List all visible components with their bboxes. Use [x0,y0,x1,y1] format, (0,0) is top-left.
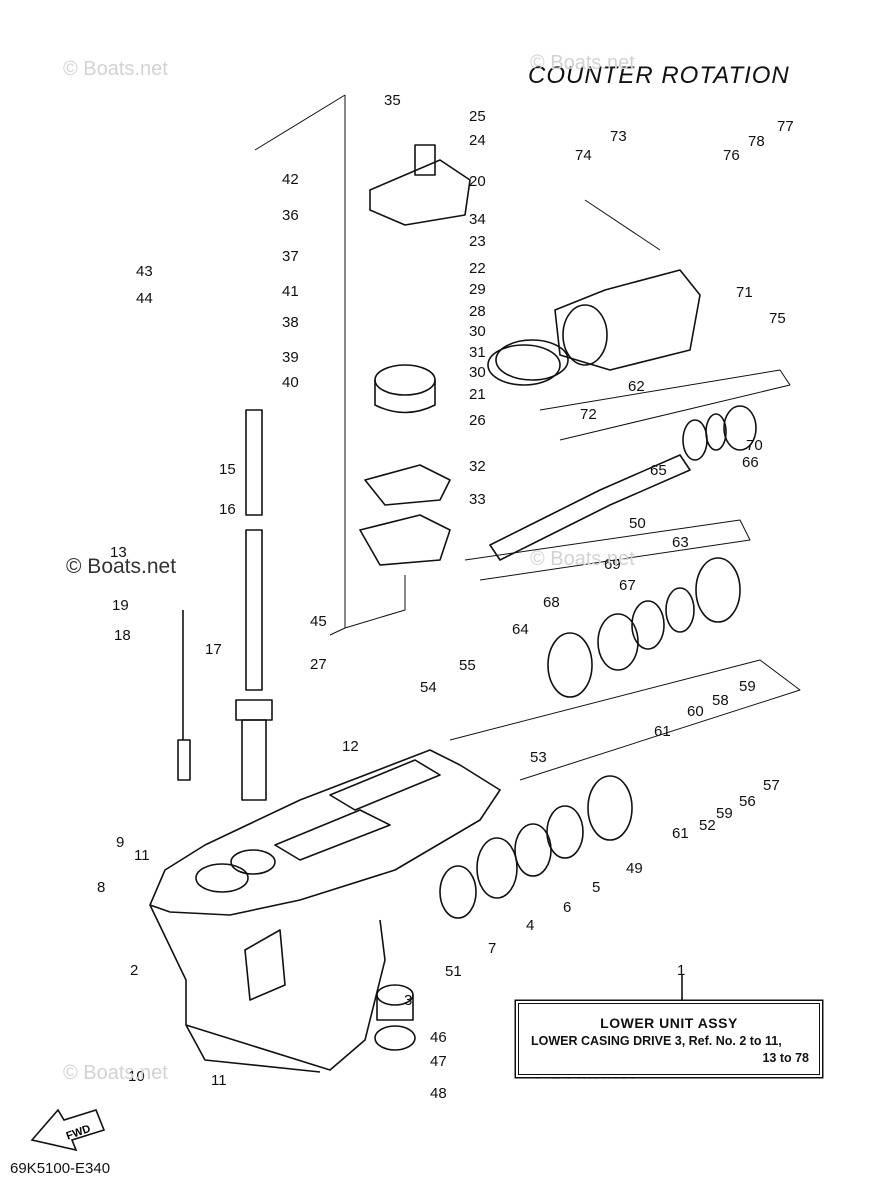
callout-72: 72 [580,406,597,423]
watermark: © Boats.net [530,548,635,570]
callout-59: 59 [716,805,733,822]
callout-7: 7 [488,940,496,957]
callout-12: 12 [342,738,359,755]
callout-11: 11 [134,847,150,864]
callout-77: 77 [777,118,794,135]
callout-55: 55 [459,657,476,674]
callout-41: 41 [282,283,299,300]
callout-20: 20 [469,173,486,190]
callout-9: 9 [116,834,124,851]
callout-62: 62 [628,378,645,395]
callout-28: 28 [469,303,486,320]
watermark: © Boats.net [63,1062,168,1084]
callout-13: 13 [110,544,127,561]
callout-43: 43 [136,263,153,280]
callout-24: 24 [469,132,486,149]
callout-35: 35 [384,92,401,109]
page-title: COUNTER ROTATION [528,62,790,89]
callout-46: 46 [430,1029,447,1046]
callout-8: 8 [97,879,105,896]
callout-21: 21 [469,386,486,403]
callout-10: 10 [128,1068,145,1085]
callout-38: 38 [282,314,299,331]
callout-18: 18 [114,627,131,644]
callout-36: 36 [282,207,299,224]
callout-60: 60 [687,703,704,720]
callout-34: 34 [469,211,486,228]
callout-27: 27 [310,656,327,673]
callout-3: 3 [404,992,412,1009]
callout-32: 32 [469,458,486,475]
watermark: © Boats.net [63,58,168,80]
callout-31: 31 [469,344,486,361]
callout-42: 42 [282,171,299,188]
callout-22: 22 [469,260,486,277]
callout-68: 68 [543,594,560,611]
callout-23: 23 [469,233,486,250]
callout-44: 44 [136,290,153,307]
callout-69: 69 [604,556,621,573]
watermark: © Boats.net [66,555,177,578]
callout-26: 26 [469,412,486,429]
callout-76: 76 [723,147,740,164]
callout-56: 56 [739,793,756,810]
callout-65: 65 [650,462,667,479]
assembly-info-box: LOWER UNIT ASSY LOWER CASING DRIVE 3, Re… [518,1003,820,1075]
callout-1: 1 [677,962,685,979]
callout-63: 63 [672,534,689,551]
callout-17: 17 [205,641,222,658]
callout-64: 64 [512,621,529,638]
callout-40: 40 [282,374,299,391]
callout-16: 16 [219,501,236,518]
callout-49: 49 [626,860,643,877]
diagram-code: 69K5100-E340 [10,1160,111,1177]
callout-74: 74 [575,147,592,164]
callout-61: 61 [654,723,671,740]
callout-47: 47 [430,1053,447,1070]
callout-53: 53 [530,749,547,766]
callout-58: 58 [712,692,729,709]
callout-75: 75 [769,310,786,327]
callout-33: 33 [469,491,486,508]
callout-30: 30 [469,323,486,340]
forward-arrow-icon: FWD [30,1108,106,1152]
callout-45: 45 [310,613,327,630]
callout-37: 37 [282,248,299,265]
callout-50: 50 [629,515,646,532]
callout-4: 4 [526,917,534,934]
assembly-refs: 13 to 78 [762,1051,809,1065]
callout-19: 19 [112,597,129,614]
callout-78: 78 [748,133,765,150]
callout-52: 52 [699,817,716,834]
callout-66: 66 [742,454,759,471]
callout-5: 5 [592,879,600,896]
lower-casing-shape [149,749,501,916]
callout-11: 11 [211,1072,227,1089]
watermark: © Boats.net [530,52,635,74]
callout-6: 6 [563,899,571,916]
assembly-description: LOWER CASING DRIVE 3, Ref. No. 2 to 11, [531,1034,782,1048]
callout-54: 54 [420,679,437,696]
callout-57: 57 [763,777,780,794]
callout-59: 59 [739,678,756,695]
callout-48: 48 [430,1085,447,1102]
callout-15: 15 [219,461,236,478]
callout-51: 51 [445,963,462,980]
callout-70: 70 [746,437,763,454]
callout-61: 61 [672,825,689,842]
callout-39: 39 [282,349,299,366]
callout-2: 2 [130,962,138,979]
callout-71: 71 [736,284,753,301]
callout-30: 30 [469,364,486,381]
assembly-title: LOWER UNIT ASSY [600,1015,738,1031]
callout-67: 67 [619,577,636,594]
callout-labels: 1234567891011111213151617181920212223242… [97,92,794,1102]
callout-25: 25 [469,108,486,125]
callout-29: 29 [469,281,486,298]
callout-73: 73 [610,128,627,145]
